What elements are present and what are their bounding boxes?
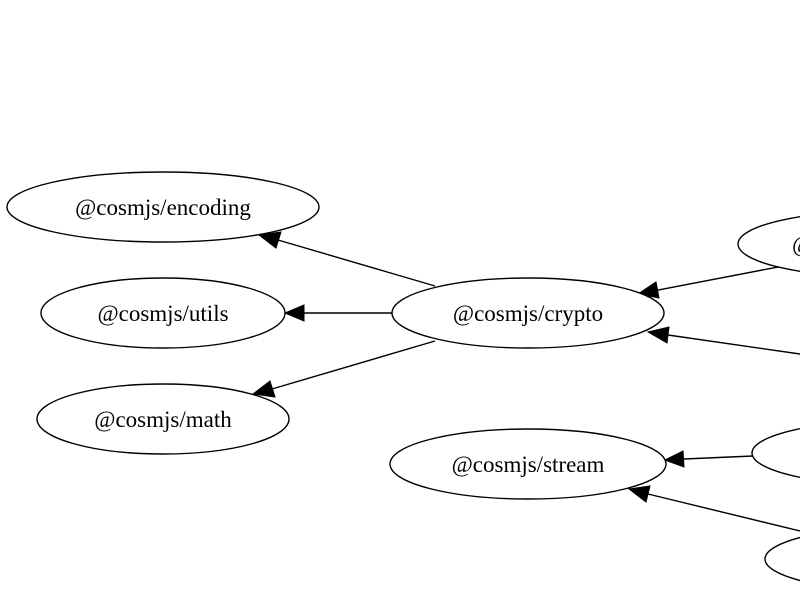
node-encoding-ellipse xyxy=(6,171,320,243)
edge-offscreen-right-to-crypto xyxy=(646,326,800,355)
node-stream-ellipse xyxy=(389,428,667,500)
edge-crypto-to-utils xyxy=(283,304,392,322)
nodes: @cosmjs/encoding @cosmjs/utils @cosmjs/m… xyxy=(6,171,800,592)
edges xyxy=(251,231,800,532)
node-offscreen-bottom-ellipse xyxy=(764,536,800,582)
node-stream-label: @cosmjs/stream xyxy=(452,452,605,477)
node-offscreen-bottom[interactable] xyxy=(764,526,800,592)
node-utils-ellipse xyxy=(40,277,286,349)
edge-offscreen-mid-to-stream xyxy=(663,450,754,468)
node-stream[interactable]: @cosmjs/stream xyxy=(389,428,667,500)
edge-offscreen-bottom-to-stream xyxy=(627,485,800,532)
node-utils-label: @cosmjs/utils xyxy=(97,301,228,326)
node-offscreen-top-label: @ xyxy=(792,232,800,257)
node-offscreen-mid[interactable] xyxy=(751,420,800,486)
node-math[interactable]: @cosmjs/math xyxy=(36,383,290,455)
node-offscreen-top-ellipse xyxy=(737,216,800,272)
edge-crypto-to-math xyxy=(251,340,436,398)
node-offscreen-top[interactable]: @ xyxy=(737,211,800,277)
node-utils[interactable]: @cosmjs/utils xyxy=(40,277,286,349)
node-encoding[interactable]: @cosmjs/encoding xyxy=(6,171,320,243)
node-math-label: @cosmjs/math xyxy=(94,407,232,432)
node-encoding-label: @cosmjs/encoding xyxy=(75,195,251,220)
node-crypto-label: @cosmjs/crypto xyxy=(453,301,603,326)
node-crypto-ellipse xyxy=(391,277,665,349)
node-offscreen-mid-ellipse xyxy=(751,427,800,479)
edge-offscreen-top-to-crypto xyxy=(636,266,779,299)
node-crypto[interactable]: @cosmjs/crypto xyxy=(391,277,665,349)
edge-crypto-to-encoding xyxy=(257,231,436,287)
node-math-ellipse xyxy=(36,383,290,455)
